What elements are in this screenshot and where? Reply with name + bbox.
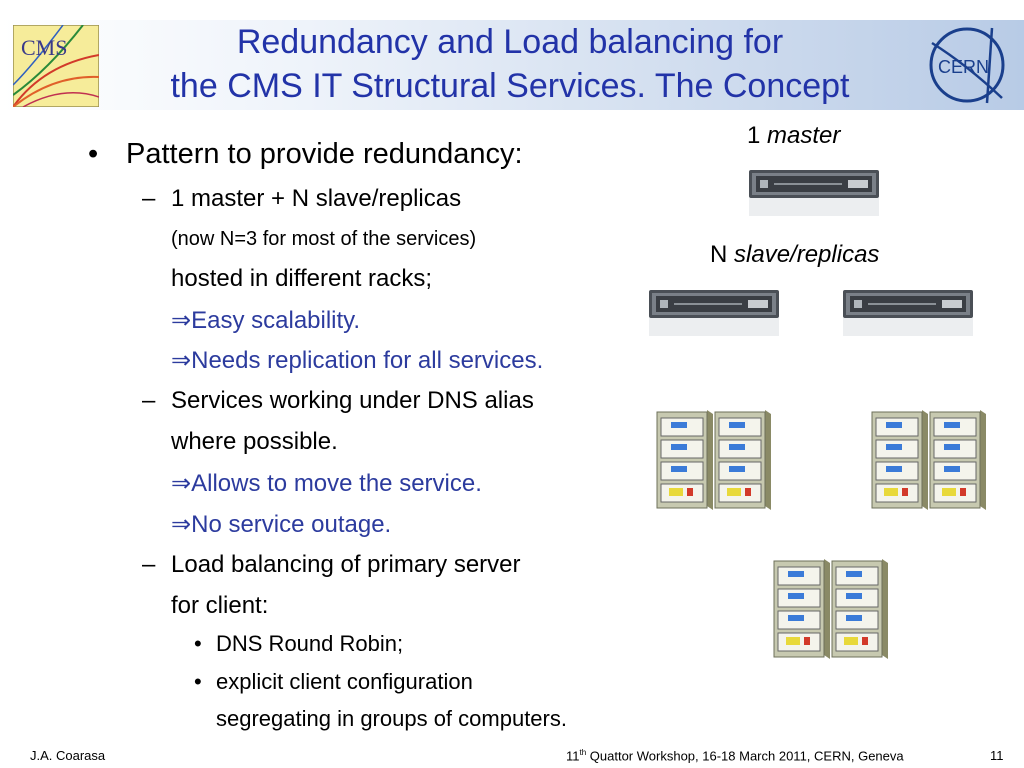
slide-title-line-1: Redundancy and Load balancing for [236,23,784,61]
sub-item-dns-alias: Services working under DNS alias [171,387,534,414]
master-label: 1 master [747,122,841,149]
server-icon [649,290,779,336]
sub-bullet-segregating: segregating in groups of computers. [216,706,567,731]
sub-item-master-replicas: 1 master + N slave/replicas [171,185,462,212]
sub-item-where-possible: where possible. [171,428,338,455]
sub-item-racks: hosted in different racks; [171,265,433,292]
header-band [0,20,1024,110]
implication-scalability: ⇒Easy scalability. [171,307,361,334]
implication-move-service: ⇒Allows to move the service. [171,470,482,497]
sub-item-load-balancing: Load balancing of primary server [171,551,521,578]
cern-logo: CERN [929,27,1005,104]
footer-page-number: 11 [990,748,1004,763]
svg-text:CERN: CERN [938,57,989,77]
server-icon [749,170,879,216]
sub-bullet-explicit-config: explicit client configuration [216,669,473,694]
implication-replication: ⇒Needs replication for all services. [171,347,544,374]
sub-item-for-client: for client: [171,592,269,619]
bullet-marker: • [194,669,202,694]
rack-icon [773,559,888,659]
sub-bullet-dns-round-robin: DNS Round Robin; [216,631,404,656]
sub-item-note: (now N=3 for most of the services) [171,228,477,250]
rack-icon [871,410,986,510]
bullet-redundancy-pattern: Pattern to provide redundancy: [126,138,523,170]
rack-icon [656,410,771,510]
implication-no-outage: ⇒No service outage. [171,511,392,538]
bullet-marker: • [194,631,202,656]
slide-title-line-2: the CMS IT Structural Services. The Conc… [170,67,850,105]
footer-author: J.A. Coarasa [30,748,106,763]
replicas-label: N slave/replicas [710,241,880,268]
bullet-marker: • [88,138,99,170]
server-icon [843,290,973,336]
dash-marker: – [142,387,156,414]
svg-text:CMS: CMS [21,35,67,60]
footer-event: 11th Quattor Workshop, 16-18 March 2011,… [566,748,904,764]
dash-marker: – [142,551,156,578]
cms-logo: CMS [13,25,99,107]
dash-marker: – [142,185,156,212]
